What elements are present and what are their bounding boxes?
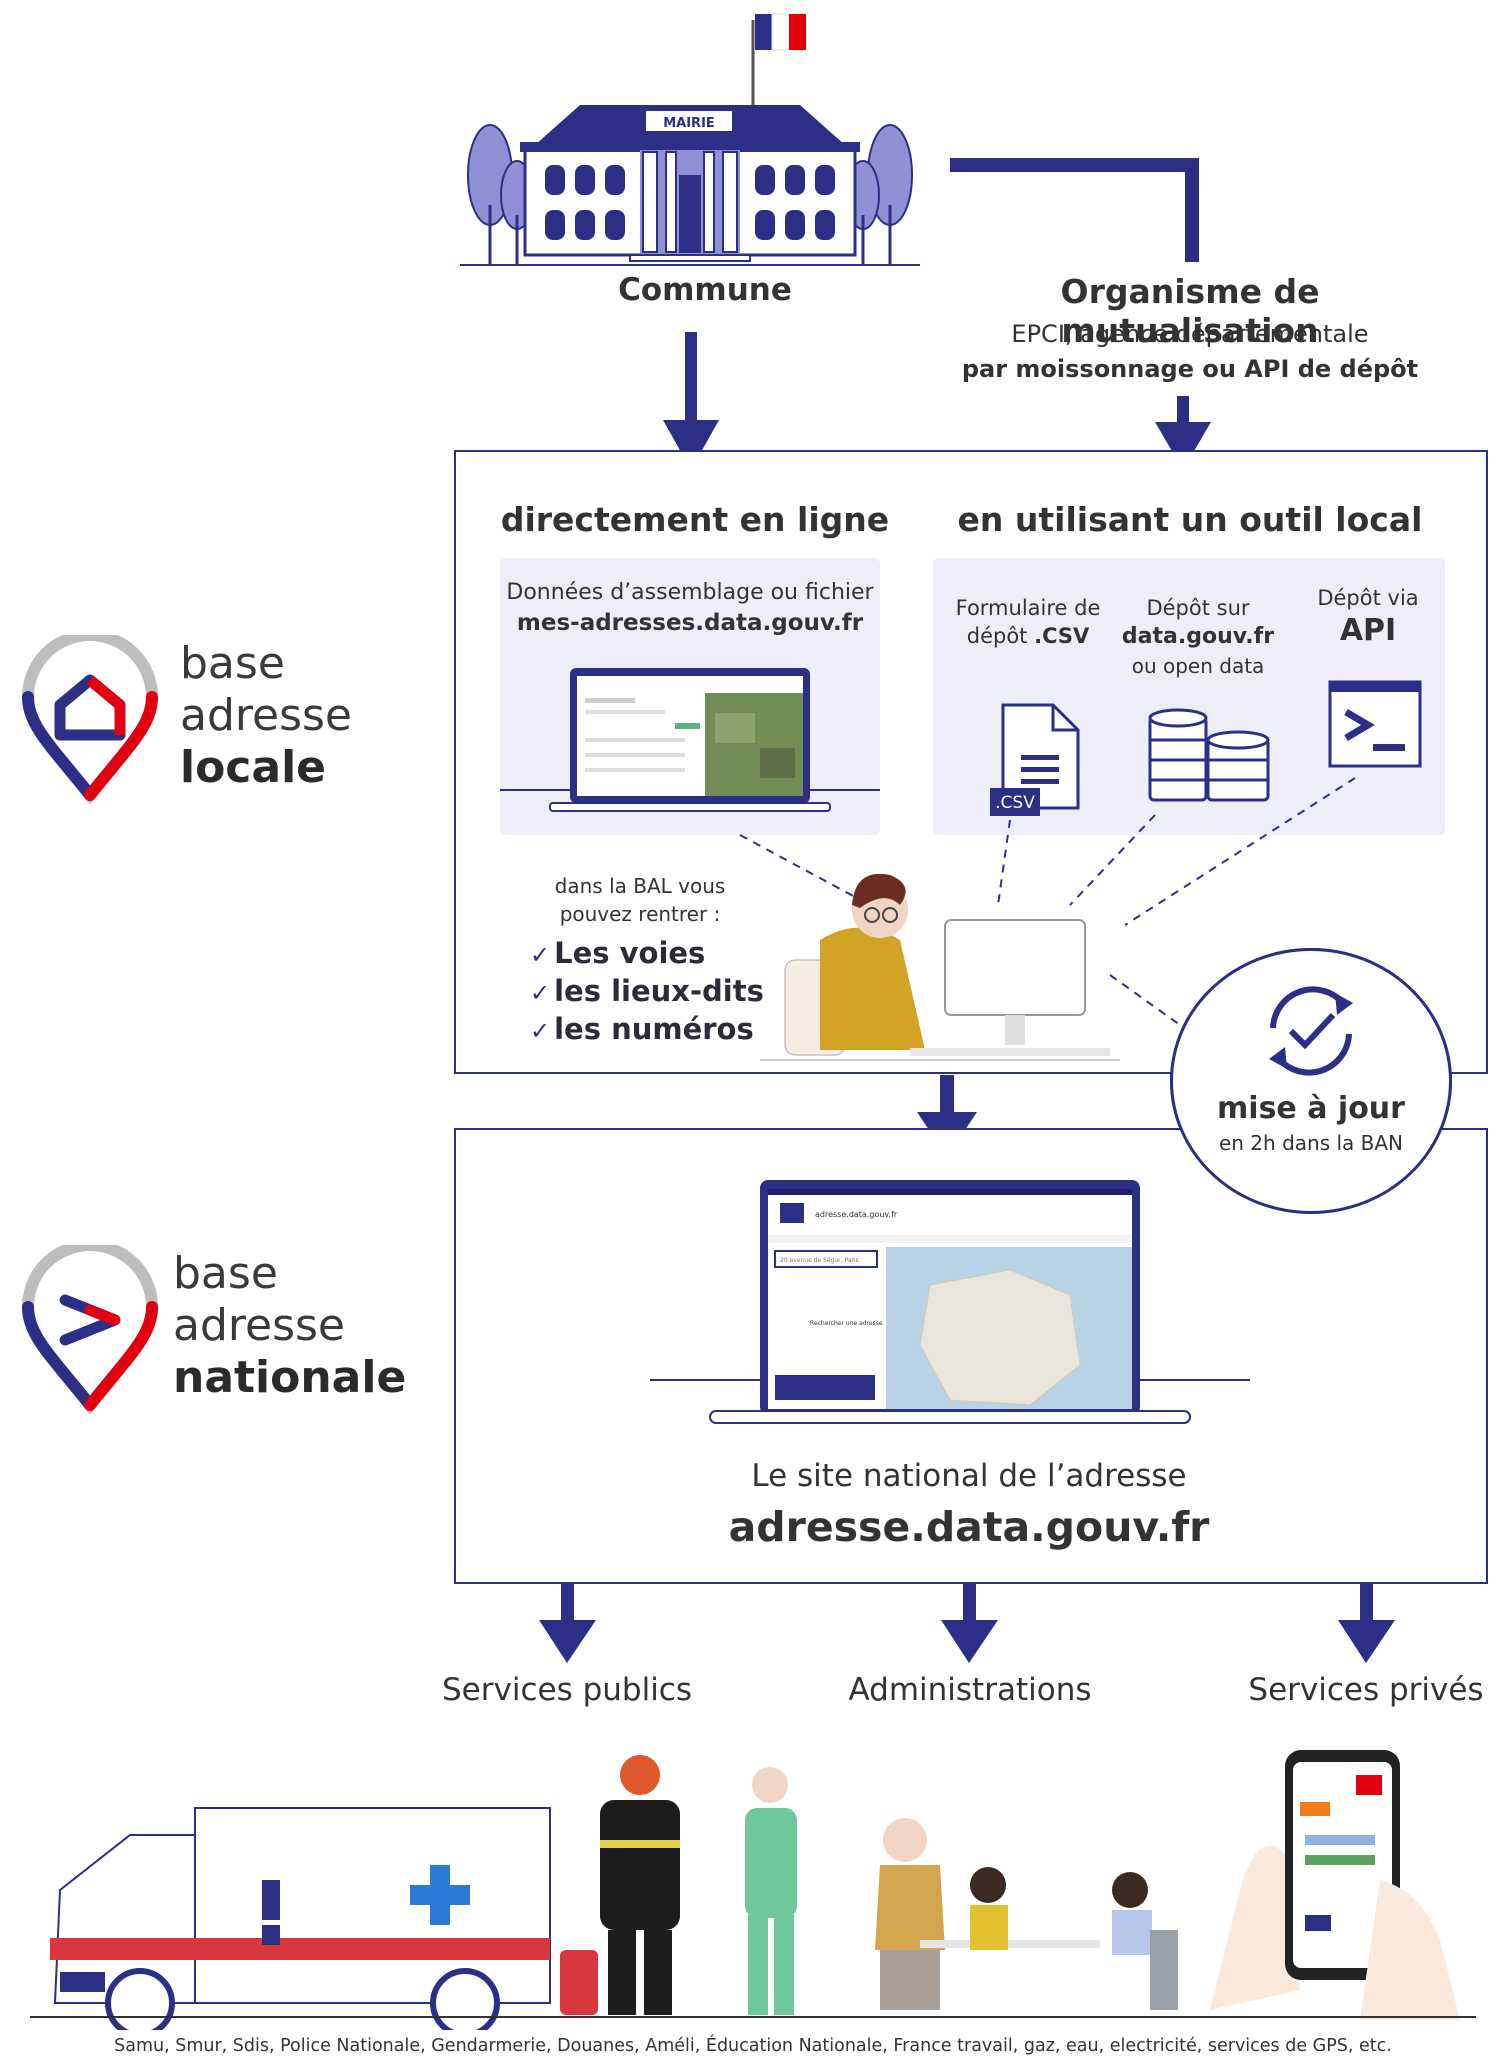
category-services-publics: Services publics xyxy=(442,1672,692,1708)
update-subtitle-front: en 2h dans la BAN xyxy=(1218,1131,1404,1155)
ambulance xyxy=(50,1807,551,2030)
arrow-administrations xyxy=(941,1583,998,1663)
online-panel: Données d’assemblage ou fichier mes-adre… xyxy=(500,558,880,835)
bal-logo-line1: base xyxy=(180,638,285,689)
screen-site-name: adresse.data.gouv.fr xyxy=(815,1210,898,1219)
check-icon: ✓ xyxy=(530,979,551,1007)
commune-arrow xyxy=(663,332,719,470)
users-illustration xyxy=(30,1750,1476,2030)
ban-logo-line2: adresse xyxy=(173,1300,346,1351)
mes-adresses-laptop xyxy=(500,668,880,812)
datagouv-line2: data.gouv.fr xyxy=(1121,624,1275,649)
csv-line2-bold: .CSV xyxy=(1034,624,1090,648)
database-icon xyxy=(1148,708,1270,802)
arrow-services-prives xyxy=(1338,1583,1395,1663)
screen-search-input: 20 avenue de Ségur, Paris xyxy=(780,1257,859,1264)
check-icon: ✓ xyxy=(530,1017,551,1045)
check-item: ✓Les voies xyxy=(530,935,764,973)
check-label: les numéros xyxy=(554,1012,754,1046)
online-url: mes-adresses.data.gouv.fr xyxy=(516,610,864,636)
datagouv-line1: Dépôt sur xyxy=(1146,596,1250,620)
nurse xyxy=(745,1767,797,2015)
csv-line2: dépôt .CSV xyxy=(943,624,1113,648)
bal-checklist: ✓Les voies ✓les lieux-dits ✓les numéros xyxy=(530,935,764,1049)
bal-intro-line2: pouvez rentrer : xyxy=(559,902,721,926)
online-title: directement en ligne xyxy=(500,500,890,539)
ban-logo-line1: base xyxy=(173,1248,278,1299)
check-label: Les voies xyxy=(554,936,706,970)
bal-logo-line2: adresse xyxy=(180,690,353,741)
woman-at-computer-illustration xyxy=(760,873,1120,1061)
bal-intro-line1: dans la BAL vous xyxy=(554,874,726,898)
ban-site-url: adresse.data.gouv.fr xyxy=(728,1503,1210,1551)
terminal-icon xyxy=(1328,680,1422,768)
datagouv-line3: ou open data xyxy=(1131,654,1265,678)
sync-check-icon xyxy=(1269,986,1353,1076)
screen-search-hint: Rechercher une adresse xyxy=(810,1320,883,1327)
mutualisation-arrow xyxy=(1155,396,1211,470)
bal-logo-line3: locale xyxy=(180,742,327,793)
csv-line1: Formulaire de xyxy=(955,596,1101,620)
ban-site-line1: Le site national de l’adresse xyxy=(751,1458,1187,1494)
category-services-prives: Services privés xyxy=(1248,1672,1484,1708)
commune-label: Commune xyxy=(618,272,792,308)
ban-logo-icon xyxy=(21,1245,159,1415)
update-title-front: mise à jour xyxy=(1217,1091,1405,1126)
check-item: ✓les lieux-dits xyxy=(530,973,764,1011)
api-line2: API xyxy=(1339,613,1397,648)
csv-line2-pre: dépôt xyxy=(966,624,1035,648)
teacher-and-children xyxy=(875,1818,1178,2010)
smartphone-with-logos xyxy=(1210,1750,1460,2020)
api-line1: Dépôt via xyxy=(1317,586,1419,610)
mutualisation-connector xyxy=(950,158,1199,262)
local-title: en utilisant un outil local xyxy=(957,500,1423,539)
footer-note: Samu, Smur, Sdis, Police Nationale, Gend… xyxy=(114,2036,1392,2056)
local-panel: Formulaire de dépôt .CSV .CSV Dépôt sur … xyxy=(933,558,1445,835)
csv-file-icon: .CSV xyxy=(990,703,1080,816)
check-icon: ✓ xyxy=(530,941,551,969)
category-administrations: Administrations xyxy=(848,1672,1092,1708)
bal-logo-text: base adresse locale xyxy=(180,638,352,794)
mutualisation-title: Organisme de mutualisation xyxy=(1060,272,1320,350)
mairie-sign: MAIRIE xyxy=(663,116,715,131)
mutualisation-subtitle: EPCI, agence départementale xyxy=(1011,320,1369,348)
update-badge-front: mise à jour en 2h dans la BAN xyxy=(1170,948,1452,1214)
check-item: ✓les numéros xyxy=(530,1011,764,1049)
check-label: les lieux-dits xyxy=(554,974,764,1008)
csv-icon-label: .CSV xyxy=(995,793,1035,813)
ban-logo-text: base adresse nationale xyxy=(173,1248,406,1404)
online-line1: Données d’assemblage ou fichier xyxy=(506,580,874,605)
ban-laptop: adresse.data.gouv.fr 20 avenue de Ségur,… xyxy=(650,1180,1250,1424)
mairie-illustration: MAIRIE xyxy=(460,13,920,266)
firefighter xyxy=(600,1755,680,2015)
ban-logo-line3: nationale xyxy=(173,1352,407,1403)
bal-logo-icon xyxy=(21,635,159,805)
mutualisation-method: par moissonnage ou API de dépôt xyxy=(961,355,1419,383)
arrow-services-publics xyxy=(539,1583,596,1663)
bal-intro: dans la BAL vous pouvez rentrer : xyxy=(545,872,735,928)
